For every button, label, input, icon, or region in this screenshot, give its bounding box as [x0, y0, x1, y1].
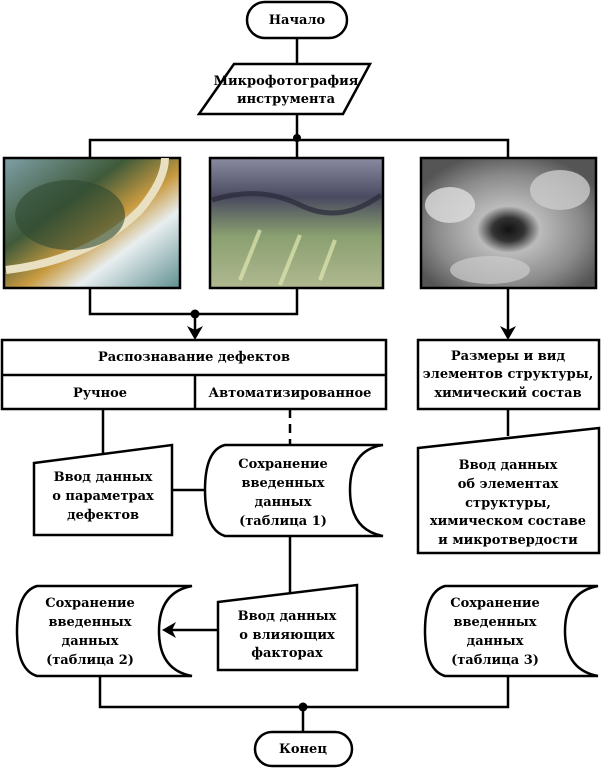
save-3-line: введенных	[453, 615, 536, 630]
input-structure-line: об элементах	[458, 477, 559, 492]
input-defects-box: Ввод данных о параметрах дефектов	[32, 443, 174, 537]
save-1-line: данных	[255, 495, 312, 510]
micrograph-image-1	[2, 156, 182, 290]
save-2-line: (таблица 2)	[46, 653, 134, 668]
storage-table-3: Сохранение введенных данных (таблица 3)	[423, 584, 599, 678]
input-defects-line: дефектов	[67, 508, 139, 523]
input-defects-line: Ввод данных	[54, 470, 153, 485]
save-3-line: (таблица 3)	[451, 653, 539, 668]
save-1-line: (таблица 1)	[239, 514, 327, 529]
save-2-line: введенных	[48, 615, 131, 630]
input-structure-line: Ввод данных	[459, 458, 558, 473]
input-structure-line: химическом составе	[430, 514, 586, 529]
input-defects-line: о параметрах	[52, 489, 154, 504]
micrograph-input: Микрофотография инструмента	[196, 62, 373, 116]
input-structure-line: структуры,	[465, 496, 551, 511]
end-terminator: Конец	[253, 730, 354, 768]
recognition-manual: Ручное	[73, 386, 127, 401]
micrograph-image-2	[208, 156, 385, 290]
structure-box: Размеры и вид элементов структуры, химич…	[416, 338, 601, 411]
input-structure-box: Ввод данных об элементах структуры, хими…	[416, 426, 601, 555]
micrograph-line: инструмента	[237, 92, 336, 107]
save-3-line: Сохранение	[450, 596, 540, 611]
save-1-line: Сохранение	[238, 457, 328, 472]
defect-recognition-box: Распознавание дефектов Ручное Автоматизи…	[0, 338, 388, 411]
input-factors-line: факторах	[251, 646, 323, 661]
recognition-automated: Автоматизированное	[209, 386, 372, 401]
save-2-line: данных	[62, 634, 119, 649]
micrograph-image-3	[419, 156, 598, 290]
end-label: Конец	[279, 742, 327, 757]
storage-table-1: Сохранение введенных данных (таблица 1)	[203, 443, 384, 538]
structure-line: химический состав	[434, 386, 581, 401]
start-terminator: Начало	[245, 0, 349, 40]
storage-table-2: Сохранение введенных данных (таблица 2)	[15, 584, 193, 678]
recognition-title: Распознавание дефектов	[98, 350, 290, 365]
save-1-line: введенных	[241, 476, 324, 491]
input-factors-line: о влияющих	[239, 628, 335, 643]
connectors	[88, 38, 516, 732]
input-factors-line: Ввод данных	[238, 609, 337, 624]
input-factors-box: Ввод данных о влияющих факторах	[216, 583, 359, 672]
save-3-line: данных	[467, 634, 524, 649]
structure-line: элементов структуры,	[423, 367, 594, 382]
micrograph-line: Микрофотография	[214, 74, 359, 89]
save-2-line: Сохранение	[45, 596, 135, 611]
structure-line: Размеры и вид	[451, 349, 566, 364]
start-label: Начало	[269, 13, 326, 28]
input-structure-line: и микротвердости	[438, 533, 578, 548]
